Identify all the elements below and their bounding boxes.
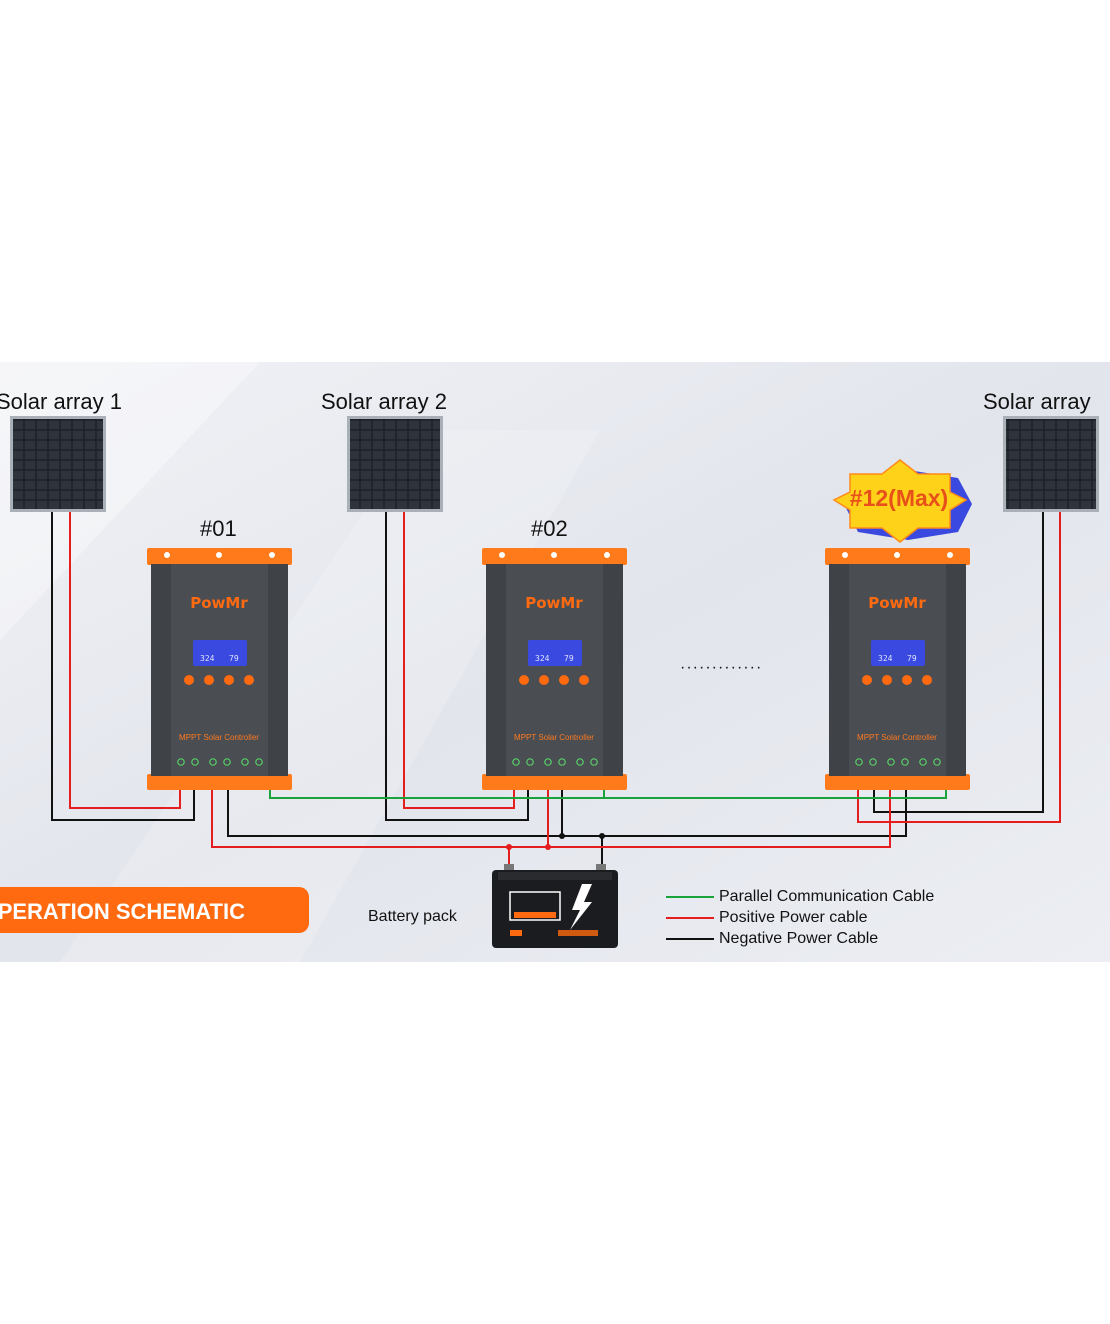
controller-button-1 [184,675,194,685]
label-solar-array-2: Solar array 2 [321,389,447,414]
terminal [512,758,520,766]
controller-button-1 [862,675,872,685]
legend-communication: Parallel Communication Cable [719,888,935,905]
solar-panel-2 [347,416,443,512]
terminal [209,758,217,766]
junction-dots [506,833,605,850]
terminal [590,758,598,766]
banner-title: OPERATION SCHEMATIC [0,899,245,924]
legend-swatches [666,896,714,940]
max-badge [832,459,972,543]
terminal [933,758,941,766]
terminal [919,758,927,766]
controller-caption: MPPT Solar Controller [857,733,937,742]
battery-pack-icon [492,864,618,948]
lcd-left-value: 324 [535,654,550,663]
controller-button-3 [559,675,569,685]
lcd-left-value: 324 [878,654,893,663]
solar-panel-1 [10,416,106,512]
controller-button-2 [204,675,214,685]
terminal [544,758,552,766]
legend-negative: Negative Power Cable [719,930,879,947]
terminal [887,758,895,766]
solar-panel-n [1003,416,1099,512]
terminal [191,758,199,766]
controller-lcd [871,640,925,666]
lcd-left-value: 324 [200,654,215,663]
operation-schematic-banner: OPERATION SCHEMATIC [0,887,309,933]
controller-button-4 [244,675,254,685]
controller-button-1 [519,675,529,685]
lcd-right-value: 79 [229,654,239,663]
controller-button-4 [922,675,932,685]
controller-button-4 [579,675,589,685]
negative-cables [51,512,1044,872]
label-controller-01: #01 [200,516,237,541]
controller-caption: MPPT Solar Controller [514,733,594,742]
label-controller-02: #02 [531,516,568,541]
terminal [576,758,584,766]
label-controller-max: #12(Max) [849,485,949,511]
controller-button-2 [539,675,549,685]
lcd-right-value: 79 [907,654,917,663]
lcd-right-value: 79 [564,654,574,663]
controller-brand: PowMr [190,594,248,612]
legend-positive: Positive Power cable [719,909,868,926]
controller-button-3 [224,675,234,685]
label-solar-array-n: Solar array [983,389,1091,414]
controller-brand: PowMr [525,594,583,612]
ellipsis-label: ············· [680,659,763,676]
controller-button-2 [882,675,892,685]
terminal [558,758,566,766]
terminal [855,758,863,766]
terminal [869,758,877,766]
terminal [255,758,263,766]
terminal [901,758,909,766]
controller-lcd [528,640,582,666]
controller-button-3 [902,675,912,685]
controller-lcd [193,640,247,666]
terminal [223,758,231,766]
terminal [526,758,534,766]
controller-brand: PowMr [868,594,926,612]
label-battery-pack: Battery pack [368,908,457,925]
terminal [177,758,185,766]
label-solar-array-1: Solar array 1 [0,389,122,414]
terminal [241,758,249,766]
controller-caption: MPPT Solar Controller [179,733,259,742]
